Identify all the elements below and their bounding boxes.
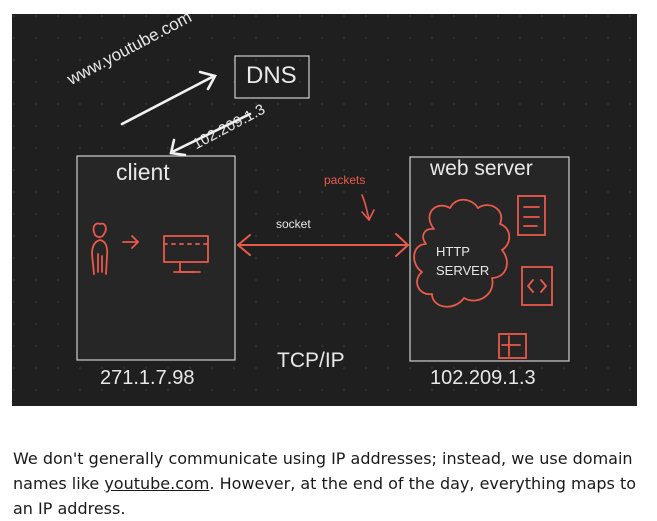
network-diagram: www.youtube.com DNS 102.209.1.3 client w… [12, 14, 637, 406]
computer-icon [163, 235, 209, 273]
image-file-icon [498, 333, 527, 359]
http-server-cloud [413, 198, 511, 308]
dns-label: DNS [246, 62, 297, 89]
server-label: web server [430, 157, 533, 180]
dns-response-arrow [169, 112, 252, 157]
diagram-graphics [12, 14, 637, 406]
youtube-link[interactable]: youtube.com [104, 474, 210, 493]
protocol-label: TCP/IP [277, 349, 345, 372]
code-icon [521, 266, 553, 306]
client-label: client [116, 159, 170, 185]
caption-paragraph: We don't generally communicate using IP … [13, 446, 643, 521]
server-ip-label: 102.209.1.3 [430, 367, 536, 389]
client-box [76, 155, 236, 361]
socket-label: socket [276, 217, 311, 231]
packets-arrow [361, 194, 375, 222]
document-icon [517, 195, 546, 236]
socket-arrow [236, 233, 410, 257]
caption-text-start: We don't generally communicate using IP … [13, 449, 633, 493]
dns-query-arrow [120, 70, 217, 126]
client-ip-label: 271.1.7.98 [100, 367, 195, 389]
dns-box [234, 55, 310, 99]
small-arrow-icon [122, 235, 140, 249]
packets-label: packets [324, 173, 366, 187]
server-box [409, 156, 570, 362]
http-server-label: HTTP SERVER [436, 244, 490, 278]
user-icon [91, 222, 109, 275]
